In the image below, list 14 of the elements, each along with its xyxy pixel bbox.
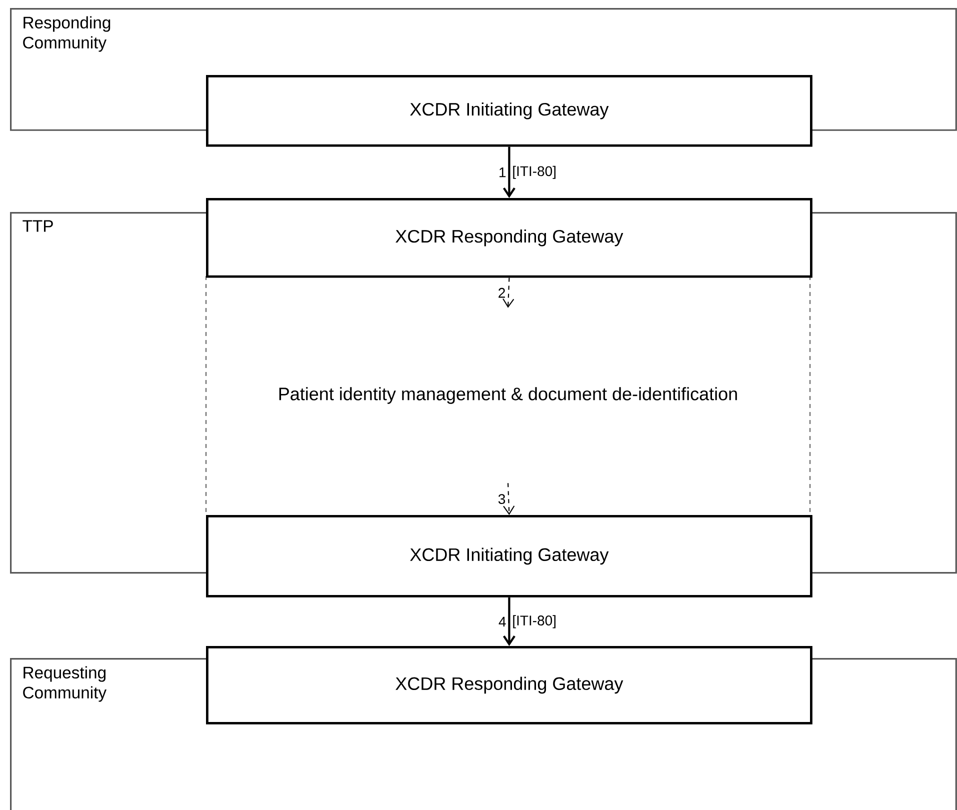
interface-label: [ITI-80]	[513, 166, 556, 179]
step-number: 3	[498, 494, 506, 504]
arrow	[503, 483, 515, 515]
step-number: 2	[498, 288, 505, 298]
arrow	[502, 597, 516, 646]
step-number: 1	[500, 168, 506, 178]
gateway-box: XCDR Initiating Gateway	[206, 515, 812, 598]
interface-label: [ITI-80]	[513, 615, 556, 628]
step-number: 4	[498, 616, 506, 626]
gateway-box: XCDR Responding Gateway	[206, 646, 812, 724]
arrow	[502, 278, 514, 308]
arrow	[502, 146, 516, 198]
gateway-box: XCDR Responding Gateway	[206, 198, 812, 278]
gateway-box: XCDR Initiating Gateway	[206, 75, 812, 147]
